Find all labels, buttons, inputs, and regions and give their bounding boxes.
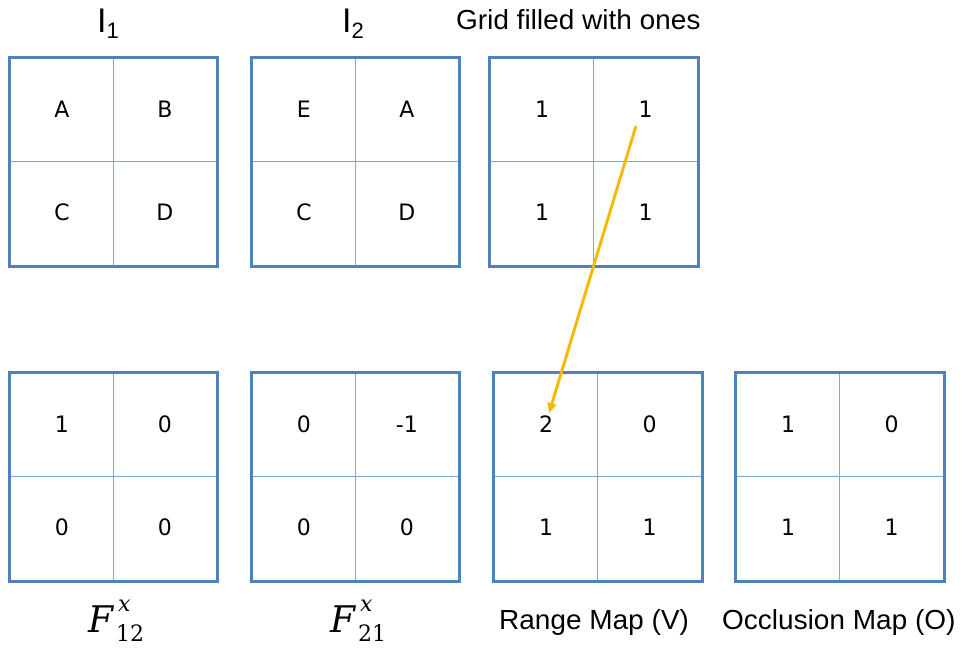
grid-cell: 0 — [253, 477, 356, 580]
grid-i1: A B C D — [8, 56, 219, 268]
grid-i2: E A C D — [250, 56, 461, 268]
grid-cell: 1 — [737, 374, 840, 477]
grid-cell: 0 — [11, 477, 114, 580]
grid-cell: -1 — [355, 374, 458, 477]
ones-grid-title: Grid filled with ones — [456, 4, 701, 35]
grid-cell: 1 — [884, 516, 899, 541]
grid-cell: E — [253, 59, 356, 162]
grid-cell: 1 — [594, 59, 697, 162]
grid-cell: 0 — [113, 374, 216, 477]
grid-cell: 0 — [598, 374, 701, 477]
grid-cell: 1 — [638, 201, 653, 226]
f21-label: F x 21 — [330, 592, 386, 647]
grid-cell: C — [11, 162, 114, 265]
grid-cell: 1 — [642, 516, 657, 541]
grid-f12: 1 0 0 0 — [8, 371, 219, 583]
grid-occlusion-map: 1 0 1 1 — [734, 371, 946, 583]
grid-cell: B — [113, 59, 216, 162]
i2-title: I2 — [342, 2, 364, 43]
grid-cell: 1 — [495, 477, 598, 580]
grid-range-map: 2 0 1 1 — [492, 371, 704, 583]
grid-cell: 0 — [840, 374, 943, 477]
grid-cell: A — [11, 59, 114, 162]
grid-cell: 1 — [11, 374, 114, 477]
grid-cell: 1 — [491, 162, 594, 265]
range-map-caption: Range Map (V) — [499, 604, 689, 635]
grid-f21: 0 -1 0 0 — [250, 371, 461, 583]
grid-cell: 1 — [737, 477, 840, 580]
grid-cell: C — [253, 162, 356, 265]
grid-cell: 1 — [491, 59, 594, 162]
grid-cell: A — [355, 59, 458, 162]
grid-cell: 0 — [157, 516, 172, 541]
occlusion-map-caption: Occlusion Map (O) — [722, 604, 956, 635]
grid-cell: D — [398, 201, 416, 226]
grid-cell: 2 — [495, 374, 598, 477]
i1-title: I1 — [97, 2, 119, 43]
f12-label: F x 12 — [88, 592, 144, 647]
grid-cell: 0 — [253, 374, 356, 477]
grid-cell: 0 — [399, 516, 414, 541]
grid-cell: D — [156, 201, 174, 226]
